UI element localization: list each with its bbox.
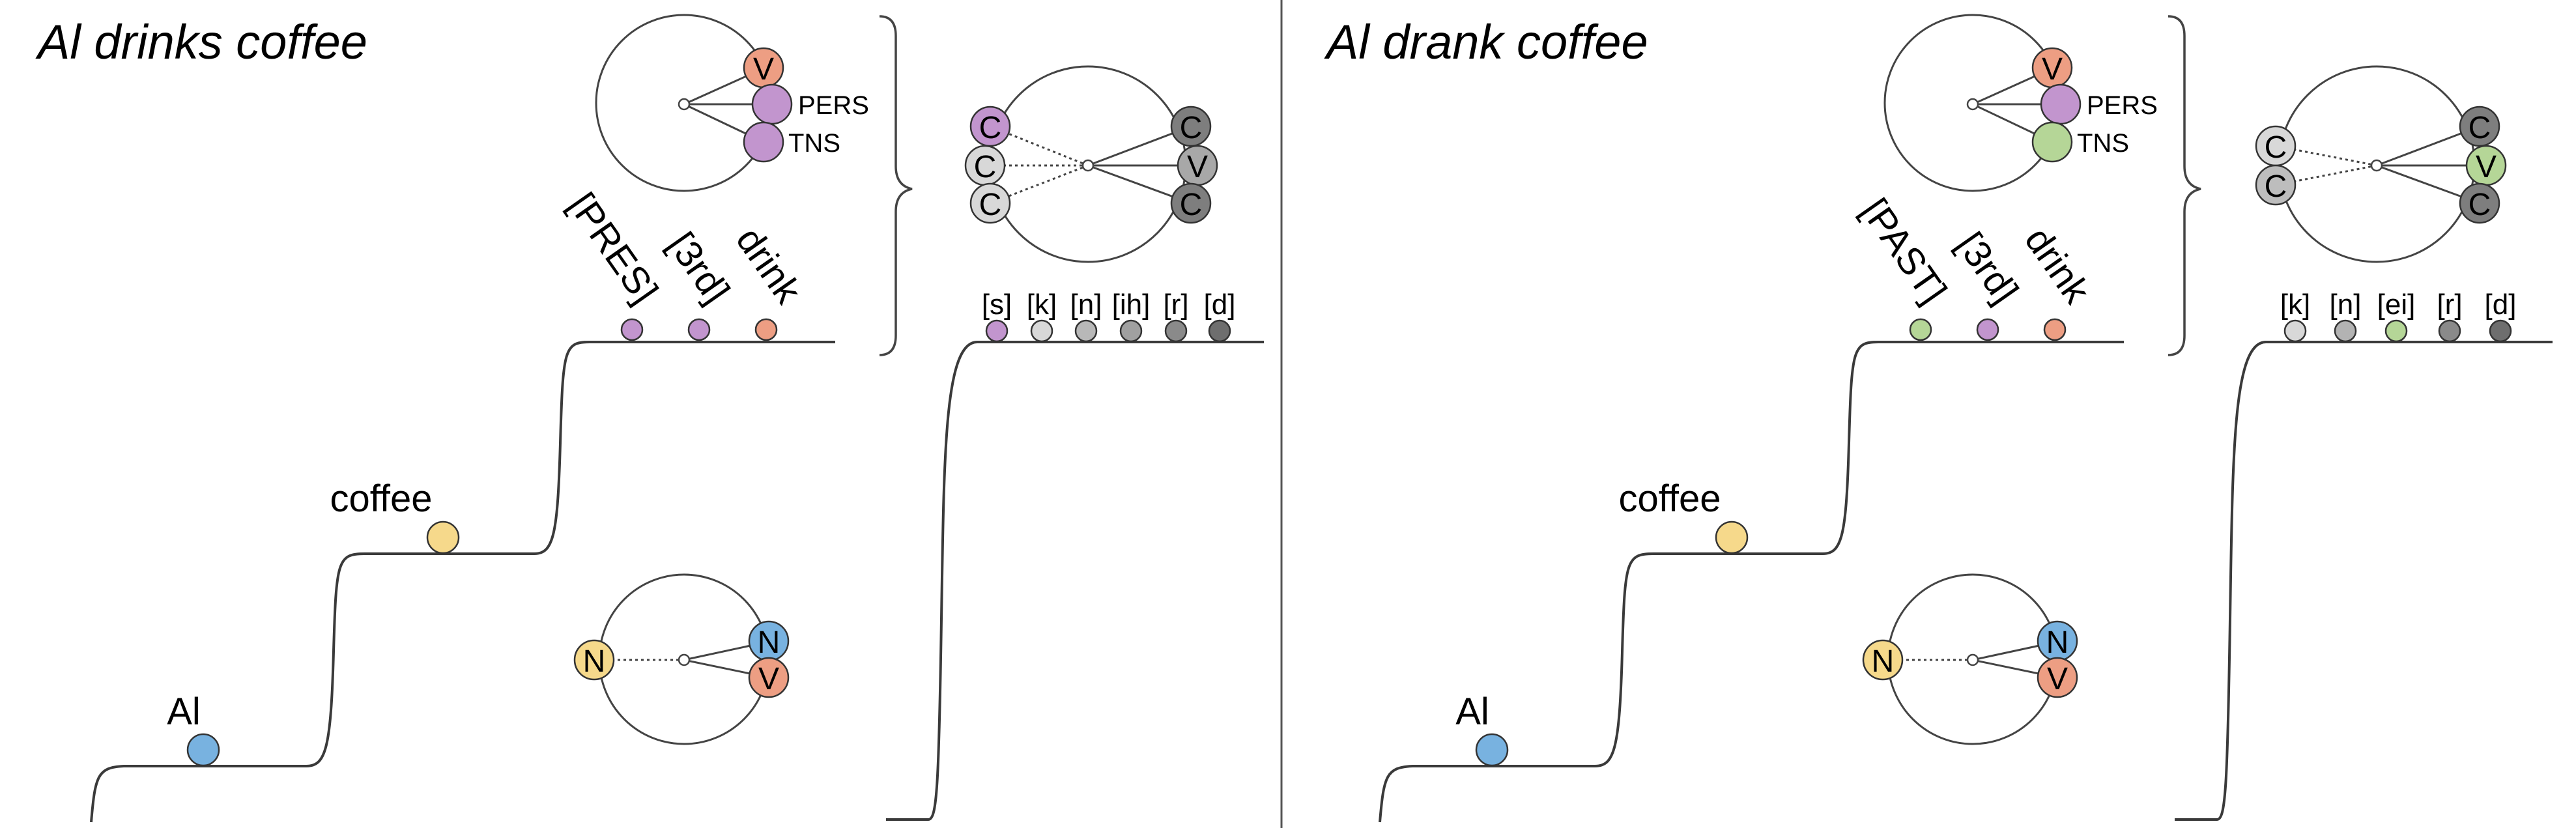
phone-row: [k] [n] [ei] [r] [d] [2280,289,2517,343]
morpheme-person: [3rd] [1949,225,2027,311]
phone-label: [ih] [1112,289,1151,321]
phone-label: [n] [1070,289,1102,321]
node-tns [743,121,784,163]
morpheme-tense: [PRES] [560,185,666,311]
panel-title: Al drinks coffee [35,15,367,69]
phone-label: [r] [1163,289,1188,321]
arg-node-verb-label: V [758,662,779,696]
syllable-node [1170,106,1212,147]
person-node [1976,318,1999,341]
syllable-node-label: C [2469,188,2491,222]
node-pers [2040,83,2082,125]
phone-node [1030,319,1053,343]
word-object: coffee [1619,478,1721,520]
word-object: coffee [330,478,433,520]
panel-past: Al drank coffee Al coffee [PAST] [3rd] d… [1324,14,2553,823]
arg-node-object-label: N [1872,644,1895,679]
root-node [754,318,778,341]
phone-curve [2175,341,2553,821]
morpheme-root: drink [728,220,810,311]
syllable-node [2459,106,2500,147]
arg-node-object [573,639,615,681]
staircase-curve [1379,341,2124,823]
syllable-node [2255,164,2297,206]
phone-label: [d] [2485,289,2517,321]
person-node [687,318,711,341]
morpheme-person: [3rd] [660,225,738,311]
syllable-node-label: V [1187,150,1208,184]
syllable-node [969,182,1011,224]
node-pers-label: PERS [2087,91,2158,120]
phone-row: [s] [k] [n] [ih] [r] [d] [982,289,1236,343]
phone-node [1164,319,1188,343]
curly-brace [2168,15,2201,356]
inflection-circle: V PERS TNS [1883,14,2158,192]
phone-node [2384,319,2408,343]
subject-node [1475,733,1509,767]
object-node [426,521,460,554]
syllable-node-label: C [979,188,1002,222]
word-subject: Al [167,691,201,733]
arg-node-subject-label: N [758,625,780,660]
node-v-label: V [753,52,774,87]
root-node [2043,318,2067,341]
staircase-curve [90,341,835,823]
phone-label: [d] [1204,289,1236,321]
phone-node [1074,319,1098,343]
phone-node [1119,319,1143,343]
node-pers-label: PERS [798,91,869,120]
syllable-node-label: C [1180,188,1203,222]
phone-label: [k] [2280,289,2310,321]
panel-present: Al drinks coffee Al coffee [PRES] [3rd] … [35,14,1264,823]
node-pers [751,83,793,125]
object-node [1715,521,1749,554]
tense-node [1909,318,1932,341]
node-tns-label: TNS [2077,129,2129,158]
word-subject: Al [1455,691,1489,733]
syllable-node-label: V [2476,150,2497,184]
phone-node [2334,319,2357,343]
arg-node-verb [748,657,790,698]
phone-label: [s] [982,289,1012,321]
arg-node-object [1862,639,1904,681]
phone-node [2283,319,2307,343]
phone-curve [886,341,1264,821]
curly-brace [879,15,913,356]
syllable-node [2459,182,2500,224]
node-tns [2031,121,2073,163]
phone-label: [n] [2330,289,2362,321]
node-tns-label: TNS [788,129,840,158]
phone-label: [k] [1027,289,1057,321]
phone-label: [ei] [2377,289,2416,321]
morpheme-tense: [PAST] [1853,191,1954,311]
panel-title: Al drank coffee [1324,15,1648,69]
phone-node [985,319,1009,343]
phone-label: [r] [2437,289,2462,321]
morpheme-root: drink [2016,220,2098,311]
arg-node-subject-label: N [2046,625,2069,660]
syllable-node-label: C [2265,169,2287,204]
syllable-node-label: C [974,150,997,184]
arg-node-verb [2037,657,2078,698]
syllable-circle: C C C V C [2255,65,2507,263]
phone-node [1208,319,1231,343]
node-v-label: V [2042,52,2063,87]
arg-node-verb-label: V [2047,662,2068,696]
argument-circle: N N V [1862,573,2078,745]
syllable-node-label: C [2469,111,2491,145]
syllable-circle: C C C C V C [964,65,1218,263]
inflection-circle: V PERS TNS [595,14,869,192]
phone-node [2438,319,2461,343]
subject-node [186,733,220,767]
syllable-node-label: C [1180,111,1203,145]
tense-node [620,318,644,341]
syllable-node [1170,182,1212,224]
syllable-node-label: C [2265,130,2287,165]
argument-circle: N N V [573,573,790,745]
arg-node-object-label: N [583,644,606,679]
phone-node [2489,319,2512,343]
syllable-node-label: C [979,111,1002,145]
